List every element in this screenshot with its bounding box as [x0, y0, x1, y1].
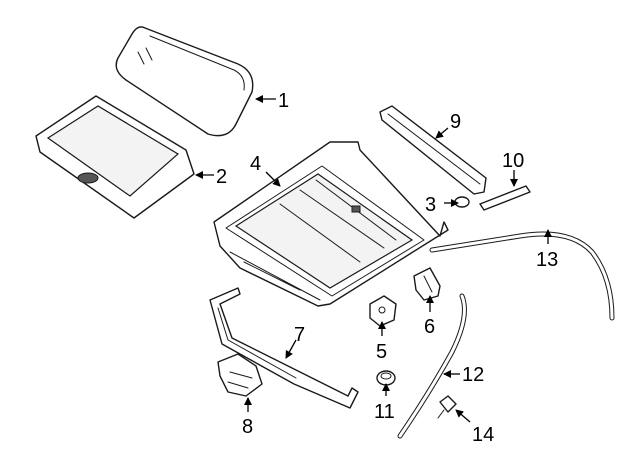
part-6-bracket [413, 267, 441, 301]
callout-8: 8 [242, 416, 253, 438]
part-10-strip [479, 185, 531, 211]
callout-6: 6 [424, 316, 435, 338]
leader-14 [455, 409, 471, 423]
callout-5: 5 [376, 341, 387, 363]
callout-7: 7 [294, 324, 305, 346]
part-11-grommet [376, 370, 396, 386]
callout-12: 12 [462, 364, 484, 386]
part-5-clip [369, 295, 397, 327]
part-3-cap [454, 196, 470, 208]
callout-14: 14 [472, 424, 494, 446]
leader-7 [285, 339, 297, 359]
callout-1: 1 [278, 90, 289, 112]
part-9-rail [379, 105, 487, 195]
leader-4 [265, 171, 281, 187]
callout-9: 9 [450, 111, 461, 133]
part-1-glass-panel [115, 26, 254, 137]
part-2-sunshade [35, 95, 195, 219]
callout-11: 11 [374, 401, 395, 423]
callout-4: 4 [250, 153, 261, 175]
callout-3: 3 [425, 194, 436, 216]
part-12-drain-tube [397, 293, 467, 439]
part-13-drain-hose [429, 231, 615, 321]
sunshade-handle [77, 172, 99, 184]
part-8-motor [217, 353, 263, 397]
leader-9 [435, 127, 449, 139]
callout-2: 2 [216, 166, 227, 188]
part-14-bolt [437, 395, 457, 419]
callout-10: 10 [502, 150, 524, 172]
part-7-deflector [209, 287, 359, 409]
callout-13: 13 [536, 249, 558, 271]
